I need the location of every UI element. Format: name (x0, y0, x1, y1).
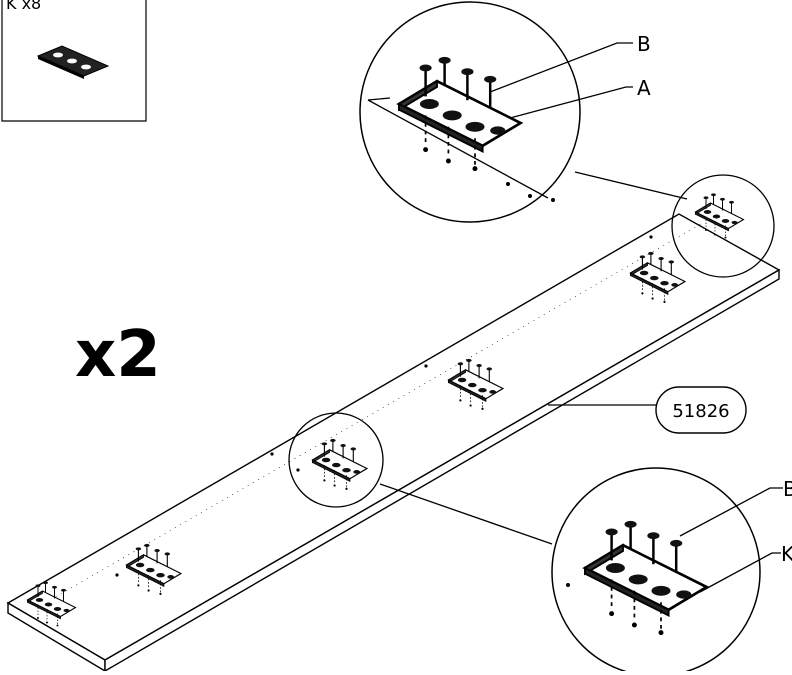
detail-marker-middle (288, 412, 384, 508)
board-panel (6, 213, 781, 673)
callout-leaders (489, 42, 783, 593)
kit-label: K x8 (6, 0, 41, 13)
callout-k-bottom: K (781, 542, 792, 566)
callout-a-top: A (637, 76, 651, 100)
kit-fitting-icon (36, 45, 110, 79)
callout-b-bottom: B (783, 477, 792, 501)
leader-top-detail (574, 171, 688, 200)
detail-marker-end (671, 174, 775, 278)
detail-bottom (551, 467, 761, 675)
part-number-badge: 51826 (655, 386, 747, 434)
kit-box: K x8 (1, 0, 147, 122)
detail-top (359, 1, 581, 223)
callout-b-top: B (637, 32, 651, 56)
part-number-label: 51826 (672, 401, 729, 422)
board-holes (115, 235, 653, 577)
quantity-label: x2 (75, 318, 161, 392)
leader-bottom-detail (379, 483, 553, 545)
